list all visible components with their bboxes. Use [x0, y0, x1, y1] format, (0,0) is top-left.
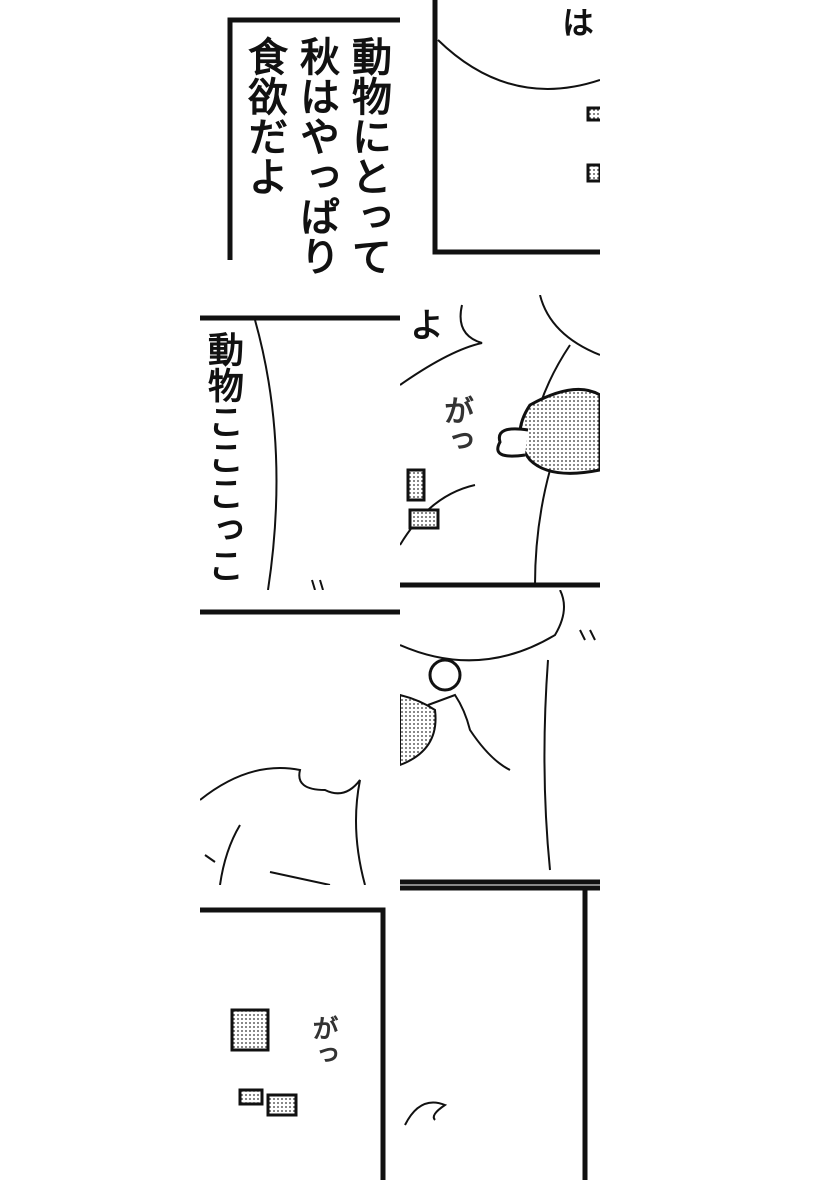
text-fragment: よ: [403, 307, 443, 341]
manga-tile-lower-left: [200, 590, 400, 885]
text-fragment-column: 動物こここっこ: [202, 331, 243, 583]
manga-tile-narration: 動物にとって 秋はやっぱり 食欲だよ: [200, 0, 400, 295]
panel-border: [227, 17, 400, 260]
panel-border: [200, 907, 386, 1180]
panel-art: [200, 609, 400, 885]
sfx-gatsu: がっ: [308, 1015, 338, 1067]
manga-tile-sfx-panel: がっ: [200, 885, 400, 1180]
panel-art: [400, 590, 600, 885]
narration-line-3: 食欲だよ: [241, 36, 287, 196]
narration-line-2: 秋はやっぱり: [293, 36, 339, 276]
manga-tile-character: [400, 590, 600, 885]
manga-tile-panel-top-right: は: [400, 0, 600, 295]
panel-art: [432, 0, 600, 255]
text-fragment: は: [557, 6, 595, 38]
manga-tile-empty-panel: [400, 885, 600, 1180]
manga-tile-eating: よ がっ: [400, 295, 600, 590]
sfx-gatsu: がっ: [438, 395, 473, 455]
narration-line-1: 動物にとって: [345, 36, 391, 276]
panel-art: [200, 315, 400, 590]
panel-art: [400, 885, 600, 1180]
manga-tile-left-panel: 動物こここっこ: [200, 295, 400, 590]
panel-art: [400, 295, 600, 588]
